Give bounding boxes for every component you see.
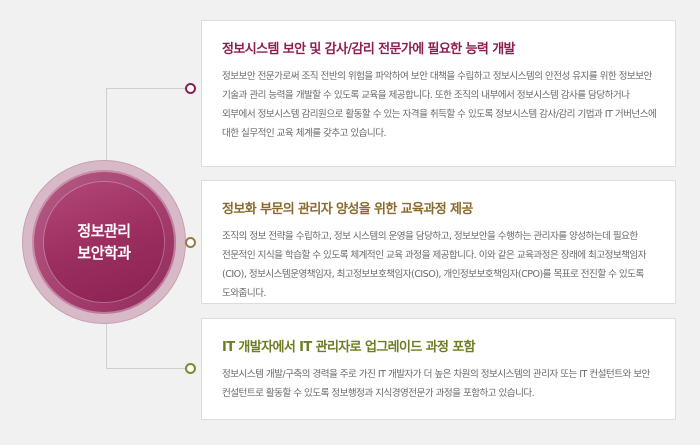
- department-name-line1: 정보관리: [77, 222, 131, 240]
- department-badge-ring: 정보관리 보안학과: [32, 170, 176, 314]
- connector-line-1: [106, 88, 190, 89]
- card-title: IT 개발자에서 IT 관리자로 업그레이드 과정 포함: [222, 340, 476, 355]
- department-name-line2: 보안학과: [77, 244, 131, 262]
- feature-card-it-upgrade: IT 개발자에서 IT 관리자로 업그레이드 과정 포함 정보시스템 개발/구축…: [201, 318, 676, 420]
- department-badge: 정보관리 보안학과: [22, 160, 186, 324]
- department-badge-core: 정보관리 보안학과: [44, 182, 164, 302]
- card-title: 정보화 부문의 관리자 양성을 위한 교육과정 제공: [222, 202, 473, 217]
- bullet-dot-3: [185, 363, 196, 374]
- bullet-dot-1: [185, 83, 196, 94]
- feature-card-security-audit: 정보시스템 보안 및 감사/감리 전문가에 필요한 능력 개발 정보보안 전문가…: [201, 20, 676, 167]
- card-body: 조직의 정보 전략을 수립하고, 정보 시스템의 운영을 담당하고, 정보보안을…: [222, 231, 647, 299]
- connector-line-3: [106, 368, 190, 369]
- bullet-dot-2: [185, 237, 196, 248]
- department-name: 정보관리 보안학과: [77, 220, 131, 264]
- card-body: 정보시스템 개발/구축의 경력을 주로 가진 IT 개발자가 더 높은 차원의 …: [222, 369, 650, 399]
- card-body: 정보보안 전문가로써 조직 전반의 위험을 파악하여 보안 대책을 수립하고 정…: [222, 71, 657, 139]
- card-title: 정보시스템 보안 및 감사/감리 전문가에 필요한 능력 개발: [222, 42, 516, 57]
- feature-card-manager-training: 정보화 부문의 관리자 양성을 위한 교육과정 제공 조직의 정보 전략을 수립…: [201, 180, 676, 304]
